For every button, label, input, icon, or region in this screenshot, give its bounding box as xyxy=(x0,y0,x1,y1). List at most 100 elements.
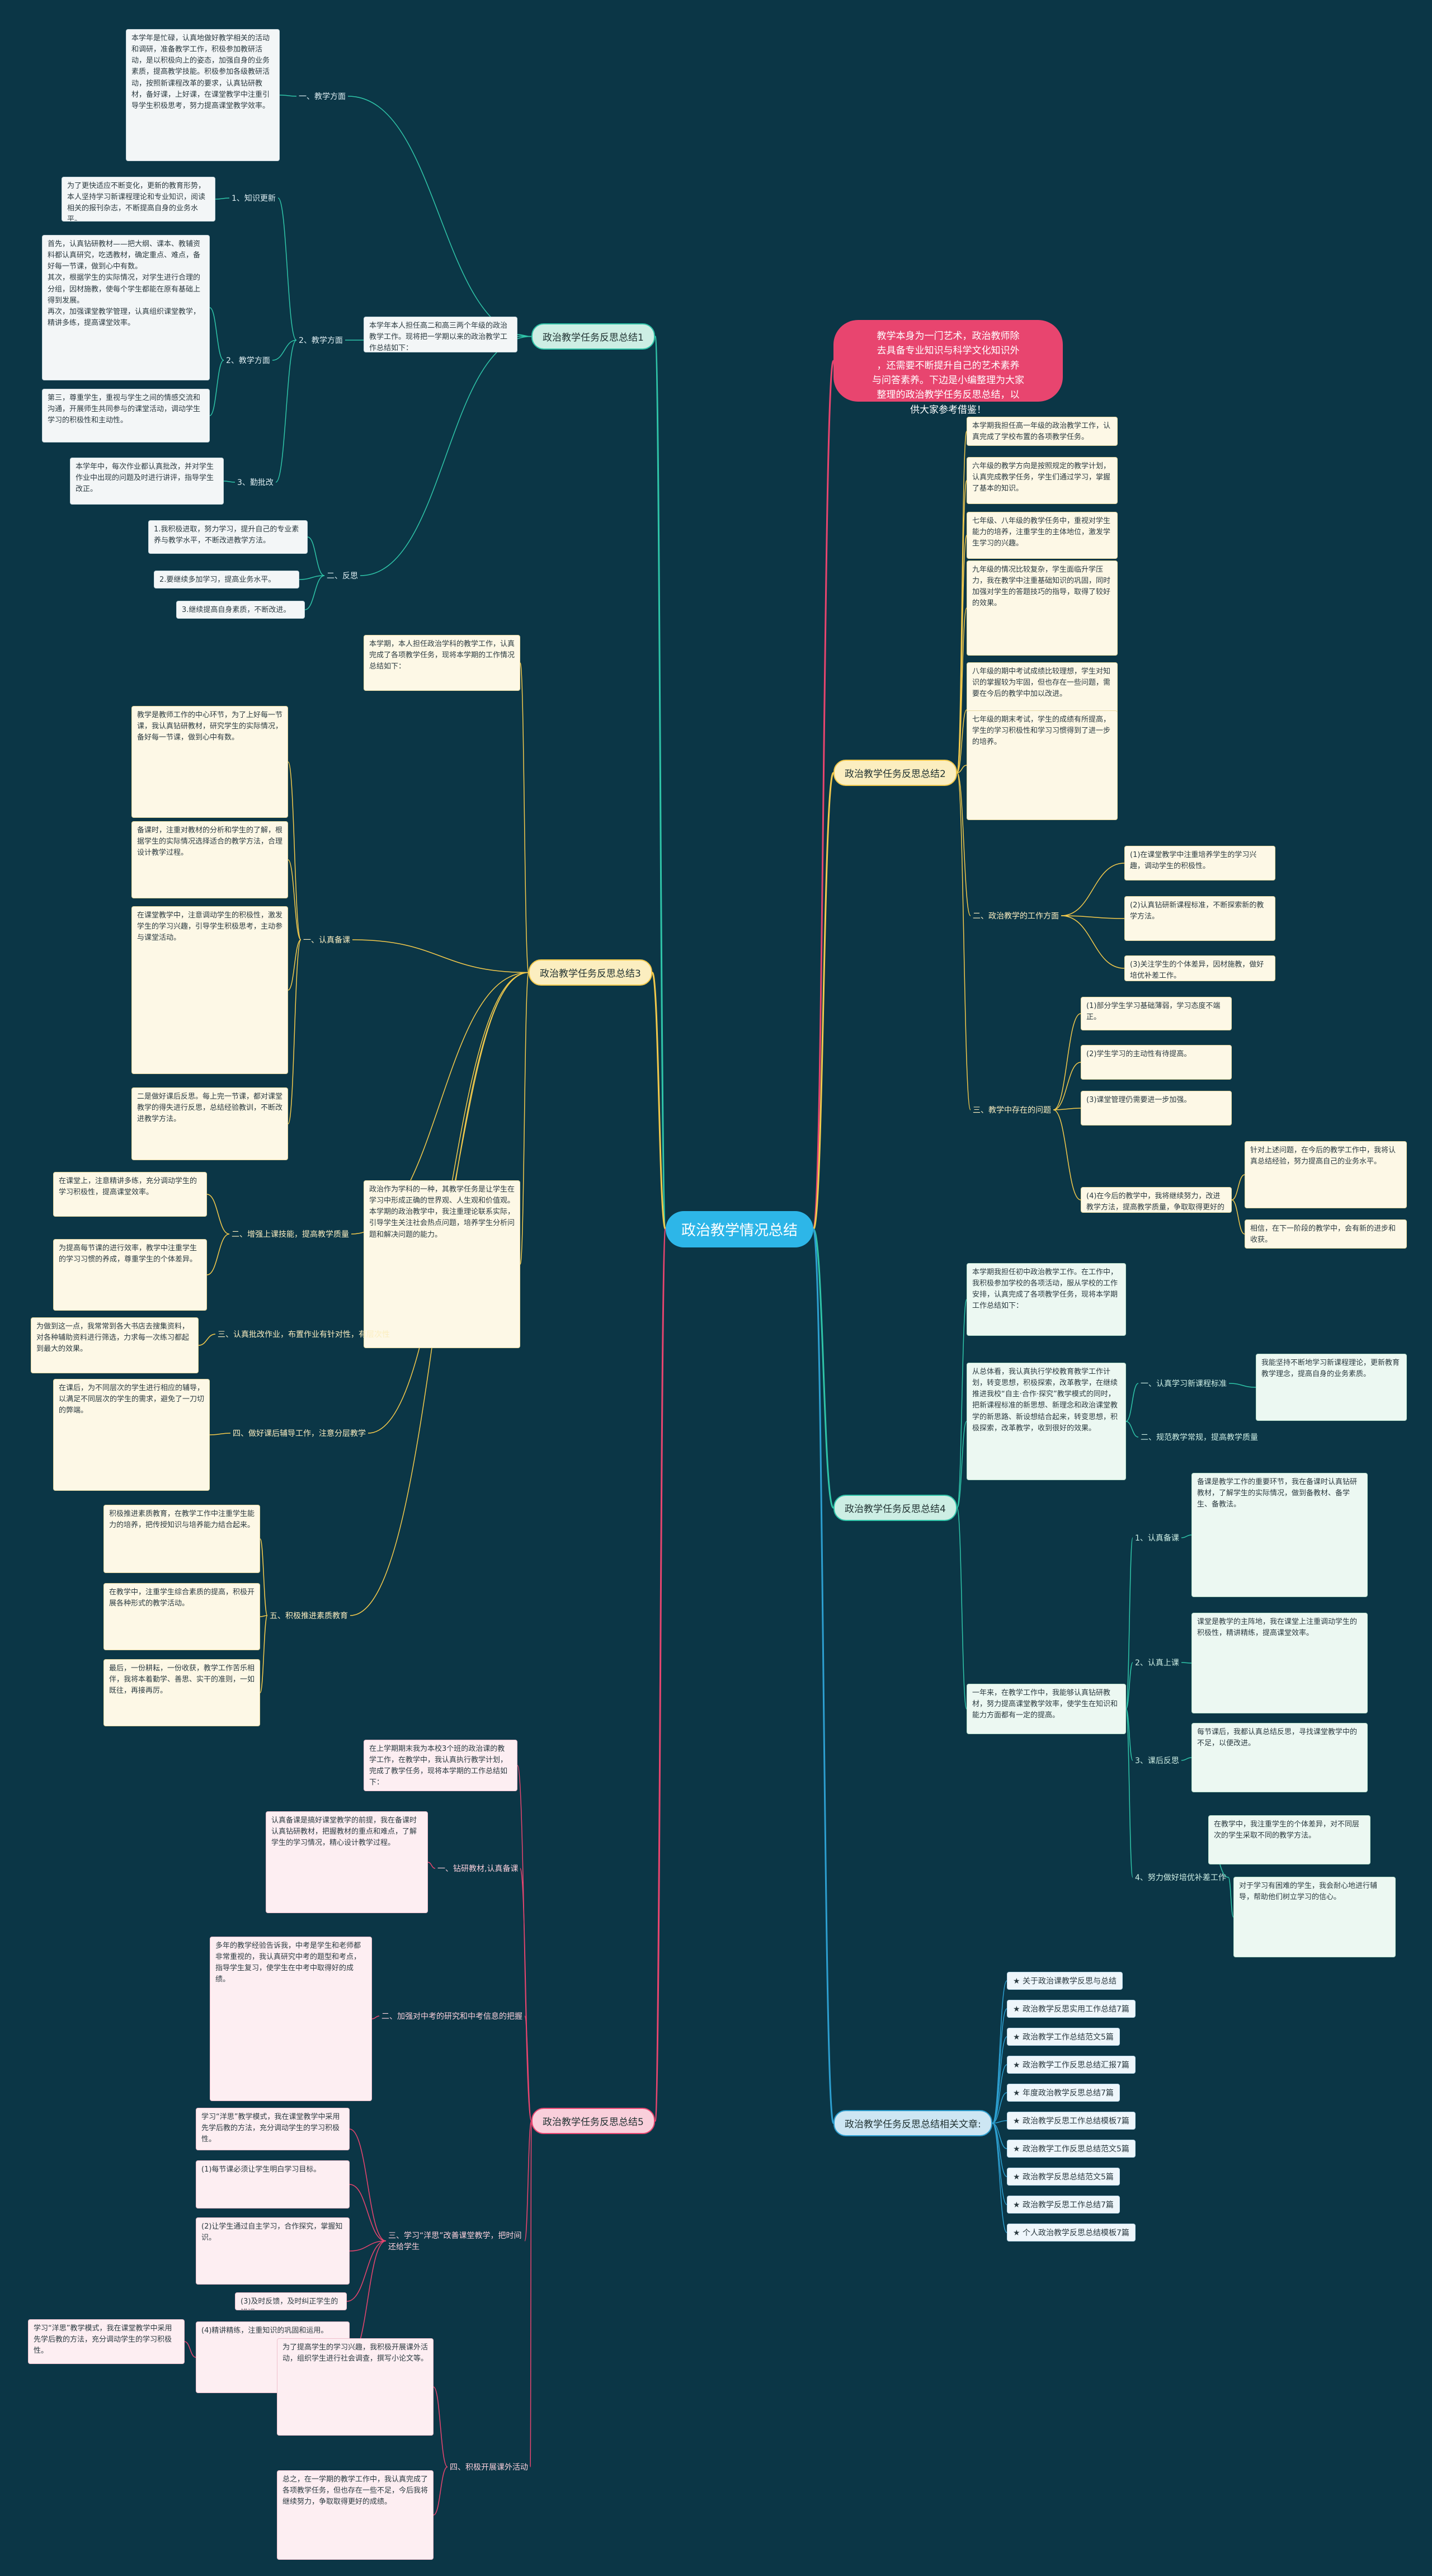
b3-quality-text-2: 在教学中，注重学生综合素质的提高，积极开展各种形式的教学活动。 xyxy=(103,1583,260,1650)
connector-line xyxy=(1125,1708,1133,1878)
connector-line xyxy=(371,2015,380,2019)
connector-line xyxy=(288,859,302,940)
b2-problem-label[interactable]: 三、教学中存在的问题 xyxy=(973,1106,1051,1115)
b3-quality-text-3: 最后，一份耕耘，一份收获，教学工作苦乐相伴，我将本着勤学、善思、实干的准则，一如… xyxy=(103,1659,260,1726)
b3-intro-text: 本学期，本人担任政治学科的教学工作，认真完成了各项教学任务，现将本学期的工作情况… xyxy=(364,635,520,691)
b1-reflection-label[interactable]: 二、反思 xyxy=(327,572,358,581)
b3-skill-label[interactable]: 二、增强上课技能，提高教学质量 xyxy=(232,1230,349,1239)
b4-standard-text: 我能坚持不断地学习新课程理论，更新教育教学理念，提高自身的业务素质。 xyxy=(1256,1354,1407,1421)
branch-related-articles[interactable]: 政治教学任务反思总结相关文章: xyxy=(833,2110,992,2136)
b3-quality-text-1: 积极推进素质教育，在教学工作中注重学生能力的培养，把传授知识与培养能力结合起来。 xyxy=(103,1505,260,1573)
connector-line xyxy=(957,1507,967,1710)
connector-line xyxy=(1125,1662,1133,1710)
b1-correction-label[interactable]: 3、勤批改 xyxy=(237,478,274,487)
b1-method2-label[interactable]: 2、教学方面 xyxy=(226,356,270,365)
connector-line xyxy=(277,197,297,341)
b1-method-text-2: 第三，尊重学生，重视与学生之间的情感交流和沟通，开展师生共同参与的课堂活动，调动… xyxy=(42,389,210,442)
connector-line xyxy=(1061,915,1125,969)
b3-tutoring-label[interactable]: 四、做好课后辅导工作，注意分层教学 xyxy=(233,1429,366,1438)
connector-line xyxy=(346,2240,387,2302)
connector-line xyxy=(812,772,835,1230)
related-article-3[interactable]: ★ 政治教学工作总结范文5篇 xyxy=(1007,2028,1120,2046)
related-article-10[interactable]: ★ 个人政治教学反思总结模板7篇 xyxy=(1007,2224,1136,2241)
intro-bubble: 教学本身为一门艺术，政治教师除 去具备专业知识与科学文化知识外 ，还需要不断提升… xyxy=(833,320,1063,416)
connector-line xyxy=(275,340,297,483)
related-article-7[interactable]: ★ 政治教学工作反思总结范文5篇 xyxy=(1007,2140,1136,2158)
connector-line xyxy=(209,307,224,361)
connector-line xyxy=(520,662,529,973)
branch-summary-2[interactable]: 政治教学任务反思总结2 xyxy=(833,760,957,786)
b1-method-text-1: 首先，认真钻研教材——把大纲、课本、教辅资料都认真研究，吃透教材，确定重点、难点… xyxy=(42,235,210,380)
connector-line xyxy=(957,1421,967,1509)
connector-line xyxy=(957,772,971,916)
b5-activity-text-1: 为了提高学生的学习兴趣，我积极开展课外活动，组织学生进行社会调查，撰写小论文等。 xyxy=(277,2338,434,2436)
b5-activity-label[interactable]: 四、积极开展课外活动 xyxy=(450,2463,528,2472)
b5-yangsi-label[interactable]: 三、学习“洋思”改善课堂教学，把时间还给学生 xyxy=(388,2231,522,2252)
connector-line xyxy=(520,972,529,1265)
b3-prepare-text-1: 教学是教师工作的中心环节，为了上好每一节课，我认真钻研教材，研究学生的实际情况，… xyxy=(131,706,288,818)
b3-quality-label[interactable]: 五、积极推进素质教育 xyxy=(270,1612,348,1621)
connector-line xyxy=(957,765,967,774)
connector-line xyxy=(520,1868,532,2122)
b1-correction-text: 本学年中，每次作业都认真批改，并对学生作业中出现的问题及时进行讲评，指导学生改正… xyxy=(70,458,224,505)
b1-teaching-label[interactable]: 一、教学方面 xyxy=(299,92,346,101)
b4-reflect-text: 每节课后，我都认真总结反思，寻找课堂教学中的不足，以便改进。 xyxy=(1191,1723,1368,1792)
connector-line xyxy=(1053,1013,1081,1110)
connector-line xyxy=(1231,1174,1245,1200)
related-article-9[interactable]: ★ 政治教学反思工作总结7篇 xyxy=(1007,2196,1120,2214)
connector-line xyxy=(651,972,667,1230)
b4-class-label[interactable]: 2、认真上课 xyxy=(1135,1659,1179,1668)
b4-routine-label[interactable]: 二、规范教学常规，提高教学质量 xyxy=(1141,1433,1258,1442)
connector-line xyxy=(957,480,967,774)
connector-line xyxy=(206,1233,230,1275)
connector-line xyxy=(307,536,325,576)
connector-line xyxy=(812,360,835,1230)
b5-intro-text: 在上学期期末我为本校3个班的政治课的教学工作，在教学中，我认真执行教学计划，完成… xyxy=(364,1740,517,1791)
b4-tutor-text-1: 在教学中，我注重学生的个体差异，对不同层次的学生采取不同的教学方法。 xyxy=(1208,1815,1370,1864)
branch-summary-5[interactable]: 政治教学任务反思总结5 xyxy=(531,2108,655,2134)
center-topic[interactable]: 政治教学情况总结 xyxy=(666,1211,814,1247)
b3-prepare-label[interactable]: 一、认真备课 xyxy=(303,936,350,945)
connector-line xyxy=(992,2120,1007,2124)
b5-exam-label[interactable]: 二、加强对中考的研究和中考信息的把握 xyxy=(381,2012,522,2021)
b2-text-6: 七年级的期末考试，学生的成绩有所提高，学生的学习积极性和学习习惯得到了进一步的培… xyxy=(967,710,1118,820)
branch-summary-1[interactable]: 政治教学任务反思总结1 xyxy=(531,323,655,350)
related-article-5[interactable]: ★ 年度政治教学反思总结7篇 xyxy=(1007,2084,1120,2102)
connector-line xyxy=(198,1334,216,1346)
b5-study-label[interactable]: 一、钻研教材,认真备课 xyxy=(437,1864,519,1873)
b4-tutor-text-2: 对于学习有困难的学生，我会耐心地进行辅导，帮助他们树立学习的信心。 xyxy=(1233,1877,1396,1957)
b4-prepare-label[interactable]: 1、认真备课 xyxy=(1135,1534,1179,1543)
branch-summary-3[interactable]: 政治教学任务反思总结3 xyxy=(529,959,652,986)
b3-homework-label[interactable]: 三、认真批改作业，布置作业有针对性，有层次性 xyxy=(218,1330,390,1339)
b2-problem-item-1: (1)部分学生学习基础薄弱，学习态度不端正。 xyxy=(1081,997,1232,1030)
connector-line xyxy=(288,761,302,940)
b1-method-label[interactable]: 2、教学方面 xyxy=(299,336,343,345)
related-article-6[interactable]: ★ 政治教学反思工作总结模板7篇 xyxy=(1007,2112,1136,2130)
connector-line xyxy=(272,340,297,361)
b1-knowledge-label[interactable]: 1、知识更新 xyxy=(232,194,276,203)
b3-side-text: 政治作为学科的一种，其教学任务是让学生在学习中形成正确的世界观、人生观和价值观。… xyxy=(364,1180,520,1348)
b4-tutor-label[interactable]: 4、努力做好培优补差工作 xyxy=(1135,1873,1226,1882)
connector-line xyxy=(223,481,235,483)
connector-line xyxy=(433,2466,448,2516)
related-article-2[interactable]: ★ 政治教学反思实用工作总结7篇 xyxy=(1007,2000,1136,2018)
connector-line xyxy=(992,1980,1007,2124)
connector-line xyxy=(530,2120,532,2467)
b4-reflect-label[interactable]: 3、课后反思 xyxy=(1135,1756,1179,1765)
b3-homework-text: 为做到这一点，我常常到各大书店去搜集资料，对各种辅助资料进行筛选，力求每一次练习… xyxy=(31,1317,199,1373)
branch-summary-4[interactable]: 政治教学任务反思总结4 xyxy=(833,1495,957,1521)
b4-standard-label[interactable]: 一、认真学习新课程标准 xyxy=(1141,1379,1227,1388)
b2-work-item-3: (3)关注学生的个体差异，因材施教，做好培优补差工作。 xyxy=(1124,955,1275,981)
related-article-8[interactable]: ★ 政治教学反思总结范文5篇 xyxy=(1007,2168,1120,2186)
connector-line xyxy=(1053,1108,1081,1110)
related-article-1[interactable]: ★ 关于政治课教学反思与总结 xyxy=(1007,1972,1123,1990)
b2-work-label[interactable]: 二、政治教学的工作方面 xyxy=(973,912,1059,921)
b3-skill-text-1: 在课堂上，注意精讲多练，充分调动学生的学习积极性，提高课堂效率。 xyxy=(53,1172,207,1217)
related-article-4[interactable]: ★ 政治教学工作反思总结汇报7篇 xyxy=(1007,2056,1136,2074)
connector-line xyxy=(1228,1383,1256,1388)
connector-line xyxy=(215,197,230,200)
connector-line xyxy=(349,2240,387,2252)
connector-line xyxy=(352,939,529,973)
connector-line xyxy=(288,939,302,1124)
connector-line xyxy=(957,772,971,1110)
